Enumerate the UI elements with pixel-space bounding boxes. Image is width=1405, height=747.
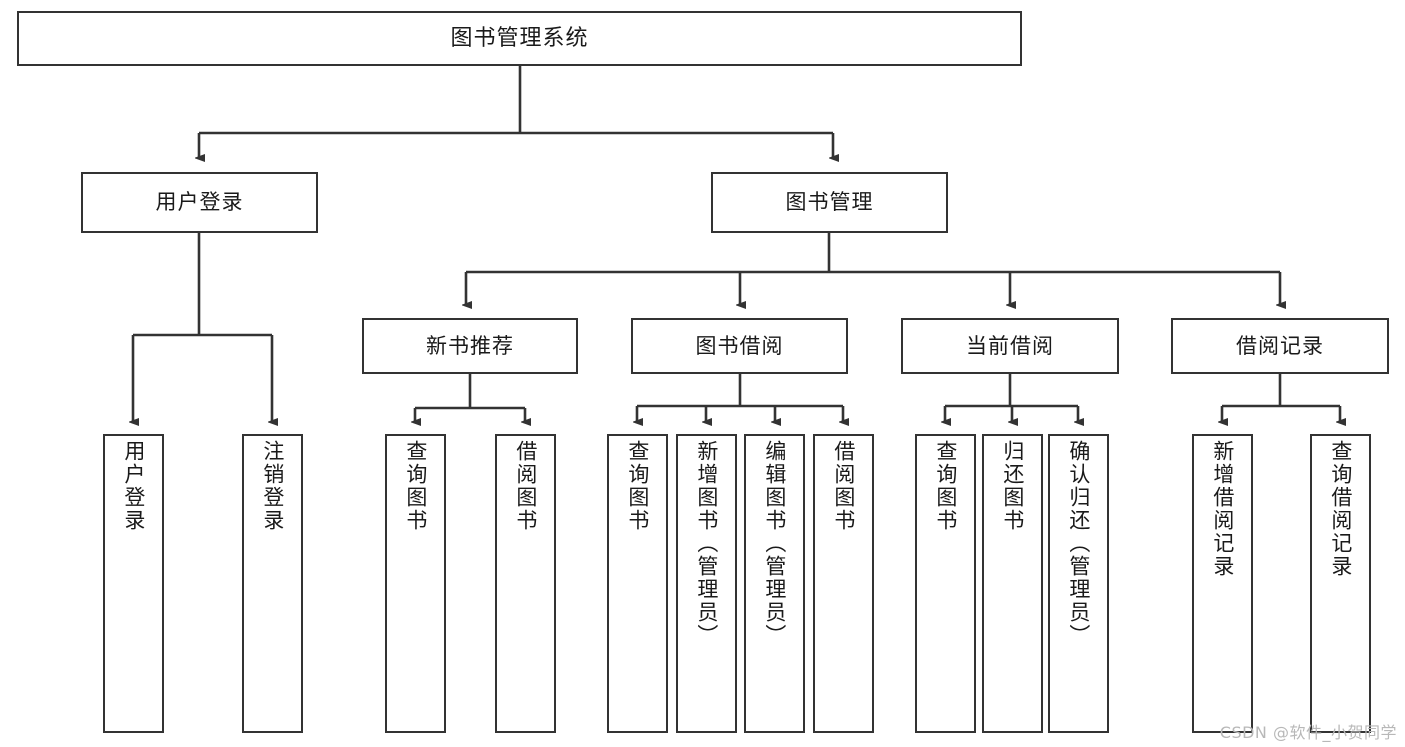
node-new-book-recommend[interactable]: 新书推荐 (362, 318, 578, 374)
node-current-borrow-label: 当前借阅 (966, 333, 1054, 358)
node-leaf-add-book-label: 新增图书（管理员） (694, 440, 719, 647)
node-book-management[interactable]: 图书管理 (711, 172, 948, 233)
csdn-watermark: CSDN @软件_小贺同学 (1219, 723, 1397, 742)
node-leaf-query-record[interactable]: 查询借阅记录 (1310, 434, 1371, 733)
node-leaf-user-login-label: 用户登录 (121, 440, 146, 532)
node-leaf-add-record-label: 新增借阅记录 (1210, 440, 1235, 578)
node-leaf-add-book[interactable]: 新增图书（管理员） (676, 434, 737, 733)
node-leaf-query-book-2-label: 查询图书 (625, 440, 650, 532)
node-borrow-record[interactable]: 借阅记录 (1171, 318, 1389, 374)
node-leaf-query-record-label: 查询借阅记录 (1328, 440, 1353, 578)
node-leaf-add-record[interactable]: 新增借阅记录 (1192, 434, 1253, 733)
node-user-login-label: 用户登录 (155, 190, 244, 215)
node-leaf-edit-book-label: 编辑图书（管理员） (762, 440, 787, 647)
node-leaf-borrow-book-1-label: 借阅图书 (513, 440, 538, 532)
node-book-borrow-label: 图书借阅 (695, 333, 784, 358)
node-leaf-edit-book[interactable]: 编辑图书（管理员） (744, 434, 805, 733)
node-borrow-record-label: 借阅记录 (1236, 333, 1324, 358)
node-user-login[interactable]: 用户登录 (81, 172, 318, 233)
node-leaf-borrow-book-1[interactable]: 借阅图书 (495, 434, 556, 733)
node-current-borrow[interactable]: 当前借阅 (901, 318, 1119, 374)
node-leaf-confirm-return-label: 确认归还（管理员） (1066, 440, 1091, 647)
node-root-system[interactable]: 图书管理系统 (17, 11, 1022, 66)
node-root-system-label: 图书管理系统 (450, 25, 589, 51)
node-book-borrow[interactable]: 图书借阅 (631, 318, 848, 374)
node-leaf-return-book[interactable]: 归还图书 (982, 434, 1043, 733)
node-leaf-query-book-1[interactable]: 查询图书 (385, 434, 446, 733)
node-leaf-query-book-2[interactable]: 查询图书 (607, 434, 668, 733)
node-leaf-user-logout-label: 注销登录 (260, 440, 285, 532)
node-new-book-recommend-label: 新书推荐 (426, 333, 514, 358)
node-leaf-user-login[interactable]: 用户登录 (103, 434, 164, 733)
node-leaf-borrow-book-2[interactable]: 借阅图书 (813, 434, 874, 733)
node-leaf-return-book-label: 归还图书 (1000, 440, 1025, 532)
node-leaf-borrow-book-2-label: 借阅图书 (831, 440, 856, 532)
node-leaf-query-book-3-label: 查询图书 (933, 440, 958, 532)
node-leaf-query-book-1-label: 查询图书 (403, 440, 428, 532)
node-book-management-label: 图书管理 (785, 190, 874, 215)
node-leaf-user-logout[interactable]: 注销登录 (242, 434, 303, 733)
node-leaf-query-book-3[interactable]: 查询图书 (915, 434, 976, 733)
node-leaf-confirm-return[interactable]: 确认归还（管理员） (1048, 434, 1109, 733)
